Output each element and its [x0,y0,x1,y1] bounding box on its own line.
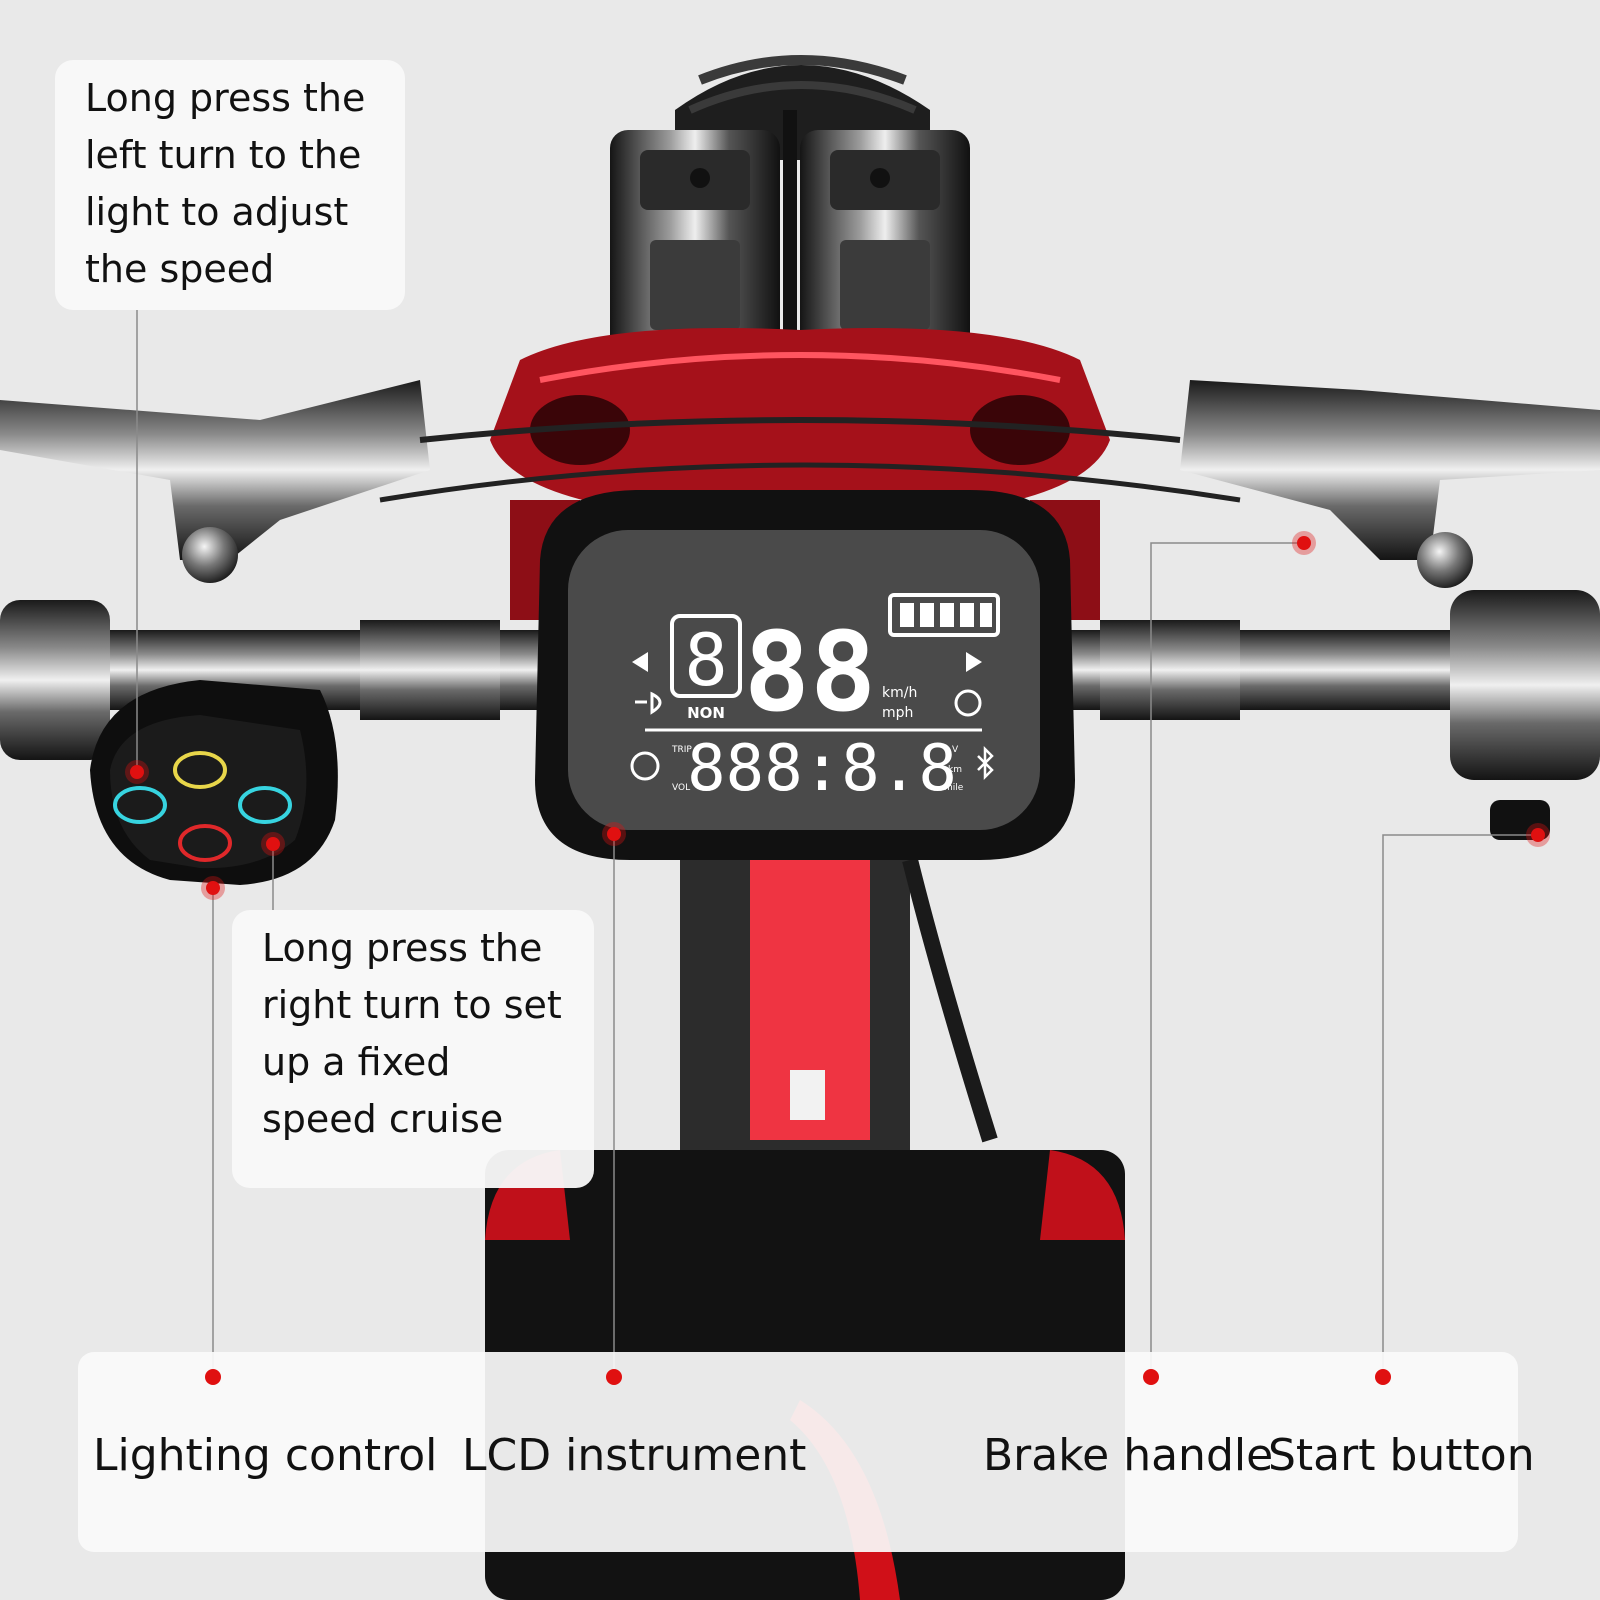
right-arrow-icon [966,652,982,672]
lcd-mode: NON [687,704,725,722]
lcd-v-label: V [952,745,959,755]
callout-left-line-4: the speed [85,247,275,291]
lcd-odometer: 888:8.8 [687,732,957,806]
lcd-unit-mph: mph [882,705,913,721]
right-turn-button[interactable] [238,786,292,824]
lcd-speed: 88 [744,608,876,736]
headlight-icon [635,691,662,715]
leader-lines [136,310,1538,1375]
light-button[interactable] [173,751,227,789]
marker-dots [125,531,1550,900]
callout-left-line-1: Long press the [85,76,366,120]
horn-icon[interactable] [178,824,232,862]
labels-panel [78,1352,1518,1552]
label-lcd-instrument: LCD instrument [462,1430,807,1481]
callout-right-turn: Long press the right turn to set up a fi… [232,910,594,1188]
lcd-mile-label: mile [944,783,964,793]
battery-icon [888,593,1000,637]
left-arrow-icon [632,652,648,672]
brake-levers [0,380,1600,588]
label-brake-handle: Brake handle [983,1430,1274,1481]
headlight-assembly [610,110,970,370]
callout-right-line-1: Long press the [262,926,543,970]
callout-right-line-2: right turn to set [262,983,562,1027]
left-turn-button[interactable] [113,786,167,824]
callout-left-line-3: light to adjust [85,190,349,234]
callout-left-turn: Long press the left turn to the light to… [55,60,405,310]
lcd-instrument [535,490,1075,860]
lcd-trip-label: TRIP [671,745,692,755]
bluetooth-icon [977,745,994,781]
lcd-km-label: km [948,765,962,775]
callout-right-line-4: speed cruise [262,1097,504,1141]
label-start-button: Start button [1268,1430,1535,1481]
callout-left-line-2: left turn to the [85,133,362,177]
lcd-gear: 8 [684,618,727,702]
lighting-control-pod [90,680,338,885]
lcd-vol-label: VOL [672,783,690,793]
callout-right-line-3: up a fixed [262,1040,451,1084]
lcd-unit-kmh: km/h [882,685,917,701]
speedometer-icon [954,689,982,717]
warning-icon [630,751,660,781]
stem [680,850,998,1150]
label-lighting-control: Lighting control [93,1430,438,1481]
